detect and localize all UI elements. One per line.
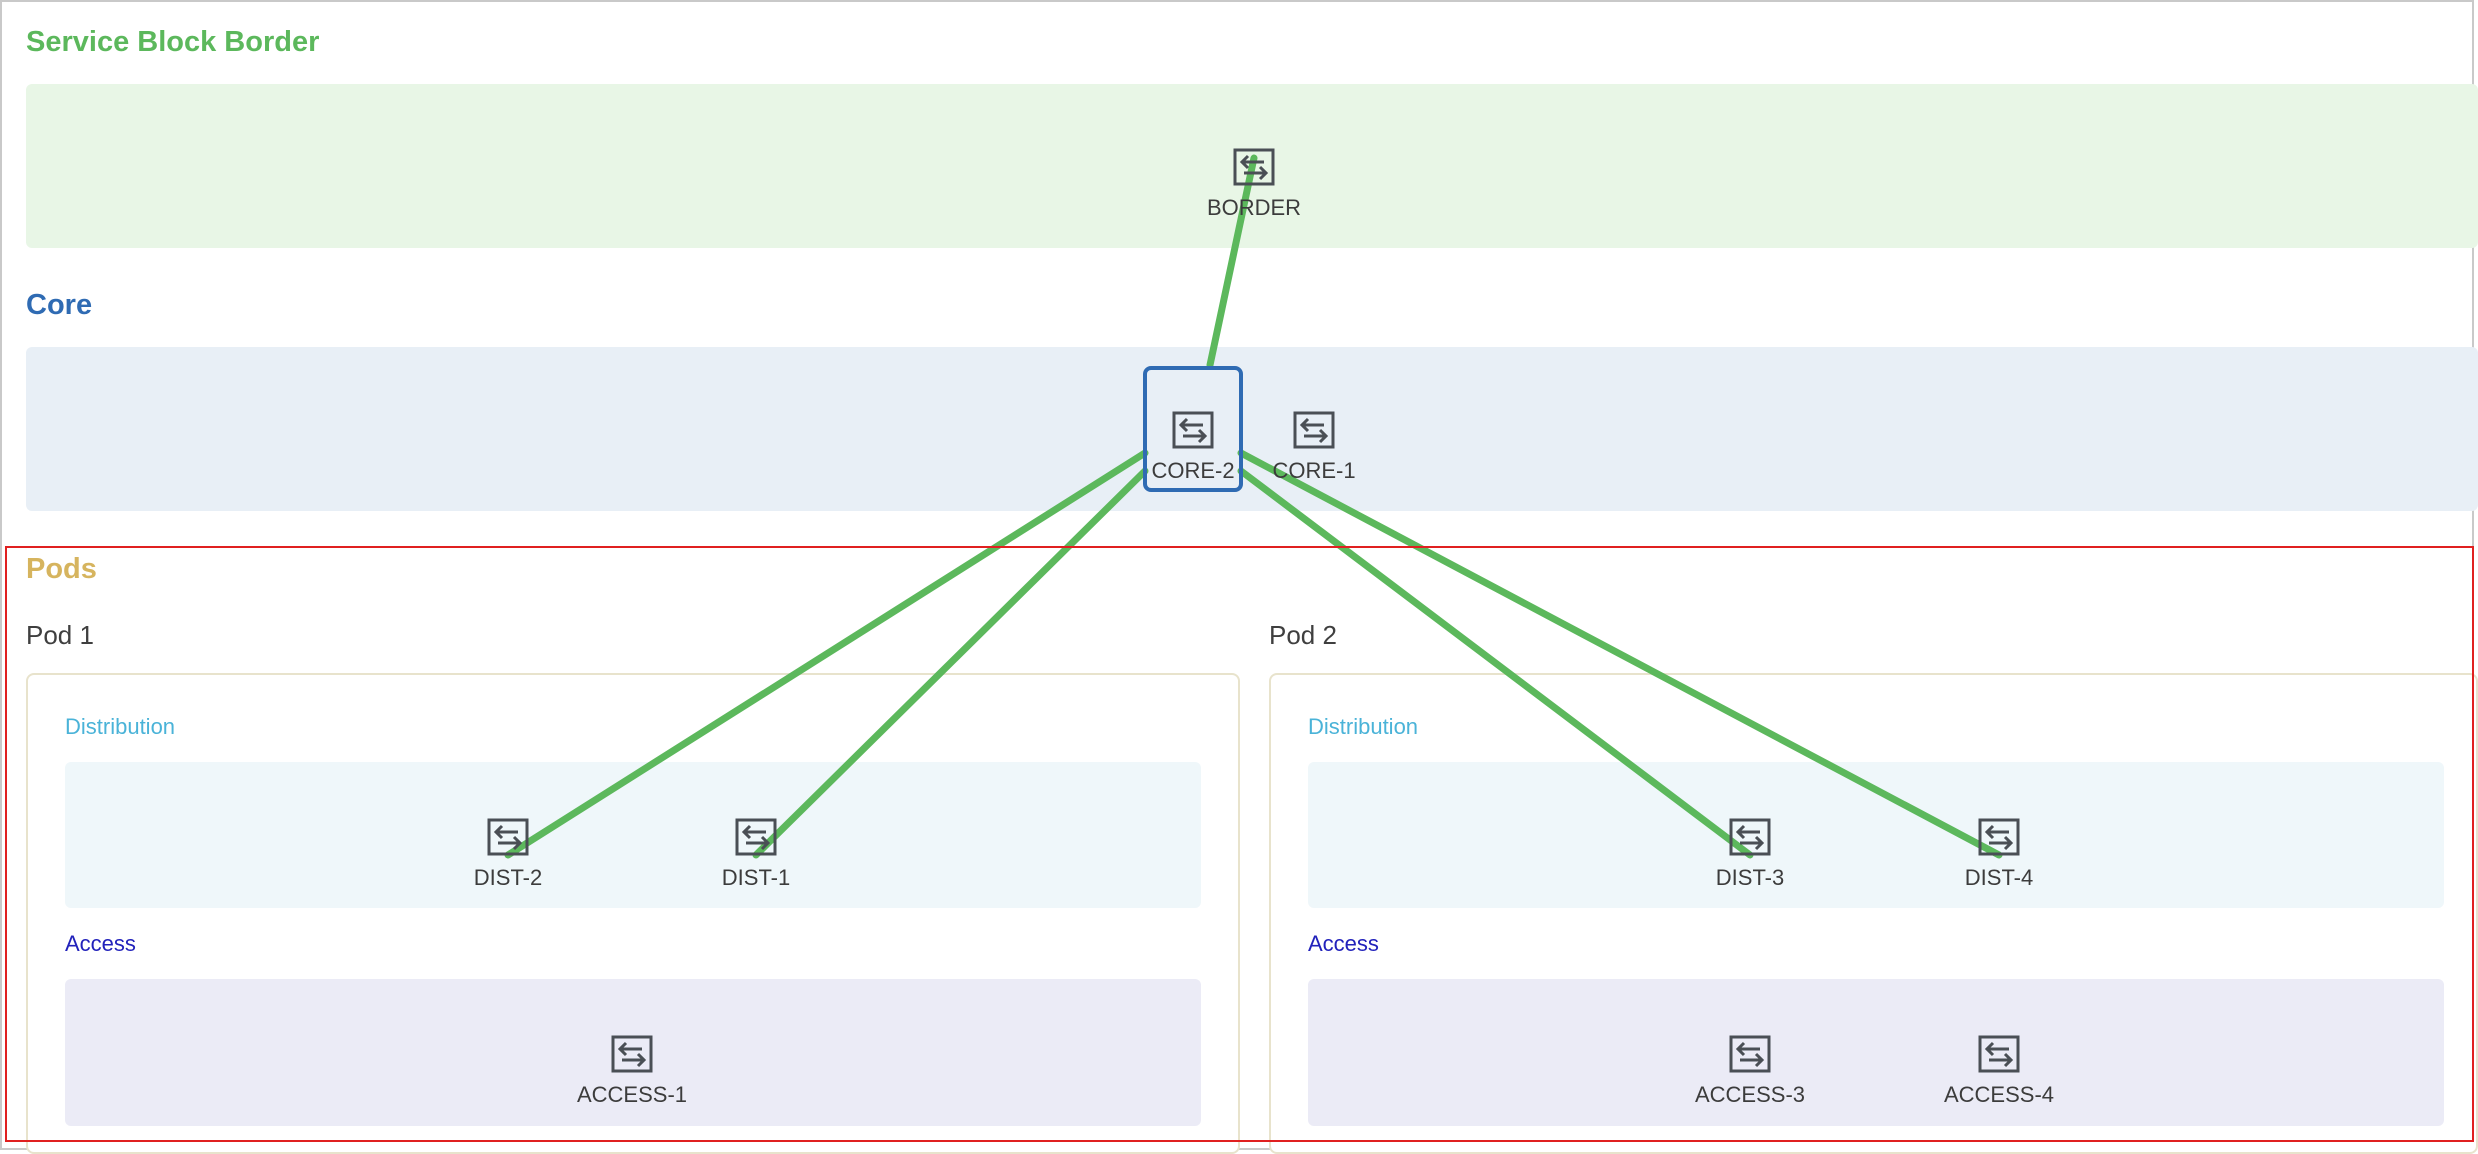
- switch-icon: [1729, 1035, 1771, 1073]
- pod-1-access-band: [65, 979, 1201, 1126]
- switch-icon: [1172, 411, 1214, 449]
- section-title-core: Core: [26, 289, 93, 321]
- node-label: DIST-3: [1715, 865, 1785, 890]
- node-label: DIST-2: [473, 865, 543, 890]
- pod-2-access-band: [1308, 979, 2444, 1126]
- node-dist-2[interactable]: DIST-2: [418, 815, 598, 905]
- node-dist-4[interactable]: DIST-4: [1909, 815, 2089, 905]
- node-label: CORE-2: [1151, 458, 1235, 483]
- switch-icon: [487, 818, 529, 856]
- node-dist-3[interactable]: DIST-3: [1660, 815, 1840, 905]
- node-core-1[interactable]: CORE-1: [1224, 408, 1404, 498]
- node-label: DIST-4: [1964, 865, 2034, 890]
- switch-icon: [1293, 411, 1335, 449]
- pods-highlight-box: [5, 546, 2474, 1142]
- node-label: ACCESS-4: [1943, 1082, 2055, 1107]
- selected-node-outline: [1143, 366, 1243, 492]
- node-core-2[interactable]: CORE-2: [1103, 408, 1283, 498]
- node-label: ACCESS-3: [1694, 1082, 1806, 1107]
- switch-icon: [611, 1035, 653, 1073]
- node-dist-1[interactable]: DIST-1: [666, 815, 846, 905]
- node-access-3[interactable]: ACCESS-3: [1660, 1032, 1840, 1122]
- node-access-4[interactable]: ACCESS-4: [1909, 1032, 2089, 1122]
- node-label: ACCESS-1: [576, 1082, 688, 1107]
- section-title-border: Service Block Border: [26, 26, 320, 58]
- node-border[interactable]: BORDER: [1164, 145, 1344, 235]
- node-access-1[interactable]: ACCESS-1: [542, 1032, 722, 1122]
- pod-2-access-label: Access: [1308, 931, 1379, 956]
- switch-icon: [735, 818, 777, 856]
- node-label: CORE-1: [1272, 458, 1356, 483]
- section-title-pods: Pods: [26, 553, 97, 585]
- pod-1-access-label: Access: [65, 931, 136, 956]
- pod-1-distribution-label: Distribution: [65, 714, 176, 739]
- switch-icon: [1978, 1035, 2020, 1073]
- node-label: DIST-1: [721, 865, 791, 890]
- switch-icon: [1729, 818, 1771, 856]
- switch-icon: [1233, 148, 1275, 186]
- switch-icon: [1978, 818, 2020, 856]
- node-label: BORDER: [1206, 195, 1302, 220]
- pod-1-label: Pod 1: [26, 620, 94, 650]
